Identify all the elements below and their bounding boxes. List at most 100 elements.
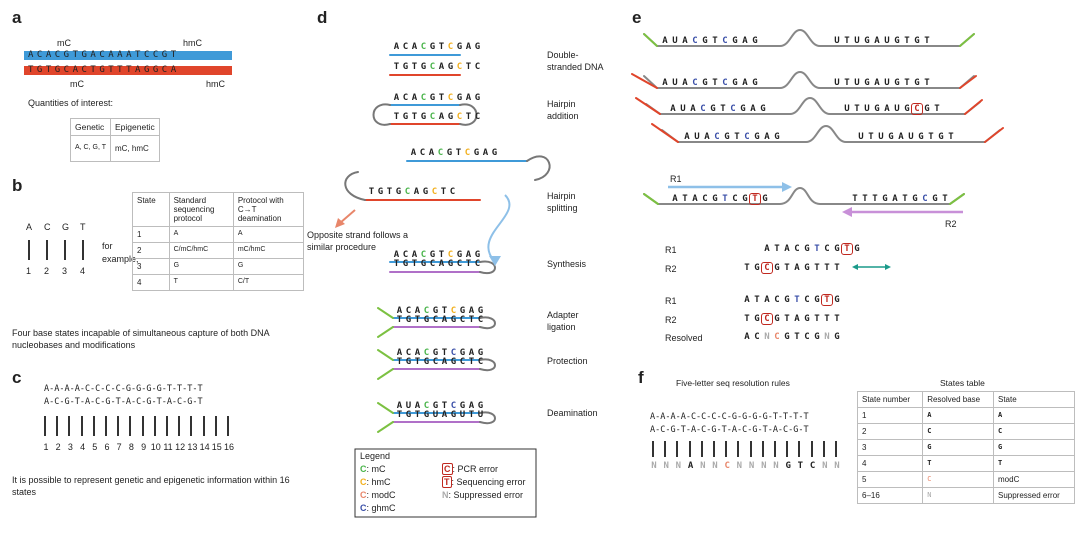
c-state-number: 16 <box>223 442 234 452</box>
f-state-bar <box>786 441 789 457</box>
f-header-state-number: State number <box>856 391 924 408</box>
b-base-t: T <box>80 222 86 232</box>
a-header-epigenetic: Epigenetic <box>110 118 160 136</box>
f-resolved-letter: T <box>797 461 804 471</box>
f-r6-c2: N <box>922 487 994 504</box>
c-state-bar <box>56 416 59 436</box>
legend-modc: C: modC <box>360 490 396 500</box>
c-state-bar <box>80 416 83 436</box>
panel-f-letter: f <box>638 368 644 387</box>
f-resolved-letter: C <box>809 461 816 471</box>
f-state-bar <box>835 441 837 457</box>
legend-box <box>354 448 537 518</box>
e-align2-r1-label: R1 <box>665 296 677 306</box>
panel-a-letter: a <box>12 8 22 27</box>
legend-hmc: C: hmC <box>360 477 391 487</box>
f-line2: A-C-G-T-A-C-G-T-A-C-G-T-A-C-G-T <box>650 425 809 435</box>
f-r5-c3: modC <box>993 471 1075 488</box>
b-r2-c3: mC/hmC <box>232 242 305 259</box>
panel-d-letter: d <box>317 8 328 27</box>
c-state-bar <box>190 416 193 436</box>
f-resolved-letter: N <box>663 461 669 471</box>
f-table-title: States table <box>940 378 985 388</box>
c-line1: A-A-A-A-C-C-C-C-G-G-G-G-T-T-T-T <box>44 384 203 394</box>
opposite-strand-arrow <box>339 209 356 224</box>
b-r1-c2: A <box>168 226 234 243</box>
legend-ghmc: C: ghmC <box>360 503 396 513</box>
c-state-bar <box>141 416 144 436</box>
a-top-strand: ACACGTGACAAATCCGT <box>28 50 180 60</box>
a-quantities-title: Quantities of interest: <box>28 98 114 108</box>
c-state-bar <box>214 416 217 436</box>
b-r4-c2: T <box>168 274 234 291</box>
d-step-adapter-ligation: Adapter ligation <box>547 310 579 332</box>
f-resolved-letter: N <box>700 461 706 471</box>
b-header-standard: Standard sequencing protocol <box>168 192 234 227</box>
f-r2-c2: C <box>922 423 994 440</box>
c-state-number: 8 <box>128 442 134 452</box>
f-title: Five-letter seq resolution rules <box>676 378 790 388</box>
b-for-example: for example, <box>102 241 139 264</box>
legend-suppressed-error: N: Suppressed error <box>442 490 524 500</box>
e-align1-r1-label: R1 <box>665 245 677 255</box>
c-state-number: 5 <box>92 442 98 452</box>
f-r4-c3: T <box>993 455 1075 472</box>
e-align2-r2-label: R2 <box>665 315 677 325</box>
c-state-bar <box>166 416 168 436</box>
f-state-bar <box>761 441 764 457</box>
panel-b-letter: b <box>12 176 23 195</box>
b-r3-c1: 3 <box>132 258 170 275</box>
c-state-bar <box>117 416 120 436</box>
d-step-hairpin-addition: Hairpin addition <box>547 99 579 121</box>
c-state-bar <box>227 416 229 436</box>
c-state-number: 13 <box>187 442 198 452</box>
f-r3-c3: G <box>993 439 1075 456</box>
f-resolved-letter: N <box>748 461 755 471</box>
f-state-bar <box>749 441 752 457</box>
c-state-number: 7 <box>116 442 122 452</box>
c-state-number: 10 <box>150 442 161 452</box>
a-cell-epigenetic: mC, hmC <box>110 135 160 162</box>
f-resolved-letter: N <box>712 461 718 471</box>
f-state-bar <box>774 441 776 457</box>
c-state-bar <box>153 416 156 436</box>
f-r5-c2: C <box>922 471 994 488</box>
f-resolved-letter: N <box>761 461 767 471</box>
b-header-deamination: Protocol with C→T deamination <box>232 192 305 227</box>
b-num-2: 2 <box>44 266 50 276</box>
a-hmc-bottom-label: hmC <box>206 79 226 89</box>
f-r4-c1: 4 <box>856 455 924 472</box>
a-bottom-strand: TGTGCACTGTTTAGGCA <box>28 65 180 75</box>
a-mc-top-label: mC <box>57 38 71 48</box>
e-r2-label: R2 <box>945 219 957 229</box>
f-r4-c2: T <box>922 455 994 472</box>
legend-mc: C: mC <box>360 464 386 474</box>
panel-c-letter: c <box>12 368 22 387</box>
c-caption: It is possible to represent genetic and … <box>12 475 290 497</box>
f-state-bar <box>676 441 679 457</box>
f-resolved-letter: N <box>675 461 682 471</box>
split-blue-arrow <box>487 194 511 263</box>
a-quantities-table: Genetic Epigenetic A, C, G, T mC, hmC <box>70 118 160 162</box>
e-resolved-label: Resolved <box>665 333 703 343</box>
f-r6-c3: Suppressed error <box>993 487 1075 504</box>
f-r3-c2: G <box>922 439 994 456</box>
c-state-bar <box>44 416 46 436</box>
f-header-state: State <box>993 391 1075 408</box>
